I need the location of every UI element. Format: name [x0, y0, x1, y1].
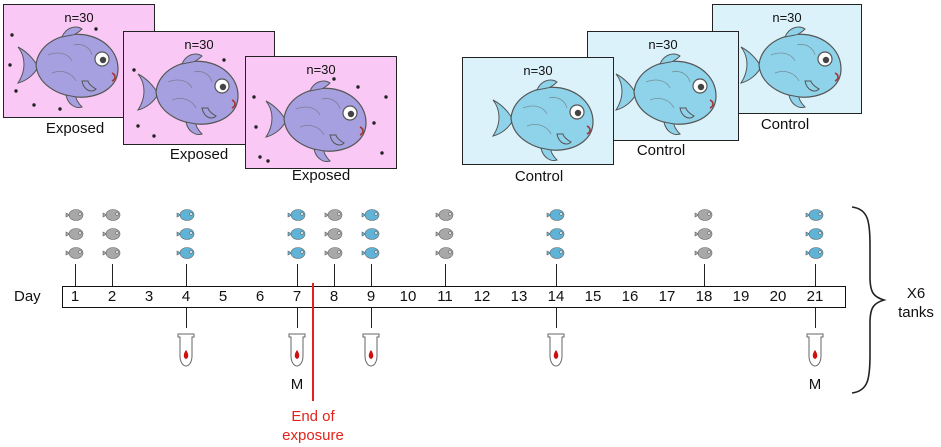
control-tank-1: n=30 — [462, 57, 614, 165]
blue-fish-icon — [615, 53, 717, 136]
control-fish-icon — [805, 247, 824, 259]
day-number: 17 — [658, 288, 676, 305]
blood-tube-icon — [547, 333, 565, 367]
day-number: 4 — [181, 288, 191, 305]
day-number: 8 — [329, 288, 339, 305]
day-number: 2 — [107, 288, 117, 305]
control-fish-icon — [361, 228, 380, 240]
sampling-stem — [296, 264, 298, 286]
blue-fish-icon — [740, 26, 842, 109]
exposed-fish-icon — [65, 247, 84, 259]
day-number: 5 — [218, 288, 228, 305]
exposed-tank-label: Exposed — [169, 146, 229, 163]
blood-tube-icon — [177, 333, 195, 367]
end-of-exposure-line — [312, 283, 314, 401]
sampling-stem — [555, 264, 557, 286]
exposed-fish-icon — [435, 228, 454, 240]
exposed-fish-icon — [694, 228, 713, 240]
exposed-fish-icon — [435, 247, 454, 259]
exposed-fish-icon — [65, 209, 84, 221]
exposed-fish-icon — [102, 228, 121, 240]
blood-sample-stem — [370, 308, 372, 328]
day-number: 10 — [399, 288, 417, 305]
day-number: 13 — [510, 288, 528, 305]
day-number: 21 — [806, 288, 824, 305]
tank-count: n=30 — [64, 10, 94, 25]
day-number: 18 — [695, 288, 713, 305]
sampling-stem — [814, 264, 816, 286]
timeline-bar — [62, 286, 846, 308]
exposed-fish-icon — [435, 209, 454, 221]
exposed-fish-icon — [324, 209, 343, 221]
control-fish-icon — [176, 247, 195, 259]
control-fish-icon — [287, 228, 306, 240]
exposed-fish-icon — [694, 209, 713, 221]
day-number: 1 — [70, 288, 80, 305]
day-number: 16 — [621, 288, 639, 305]
control-tank-label: Control — [760, 116, 810, 133]
control-tank-label: Control — [636, 142, 686, 159]
control-fish-icon — [361, 209, 380, 221]
exposed-fish-icon — [65, 228, 84, 240]
control-tank-label: Control — [514, 168, 564, 185]
control-fish-icon — [546, 247, 565, 259]
exposed-fish-icon — [102, 247, 121, 259]
day-number: 20 — [769, 288, 787, 305]
sampling-stem — [333, 264, 335, 286]
exposed-fish-icon — [102, 209, 121, 221]
day-number: 9 — [366, 288, 376, 305]
tank-count: n=30 — [648, 37, 678, 52]
blood-sample-stem — [555, 308, 557, 328]
exposed-fish-icon — [694, 247, 713, 259]
sampling-stem — [703, 264, 705, 286]
day-number: 15 — [584, 288, 602, 305]
control-fish-icon — [546, 228, 565, 240]
exposed-tank-label: Exposed — [291, 167, 351, 184]
exposed-fish-icon — [324, 228, 343, 240]
control-fish-icon — [805, 209, 824, 221]
day-number: 3 — [144, 288, 154, 305]
exposed-tank-label: Exposed — [45, 120, 105, 137]
blood-tube-icon — [362, 333, 380, 367]
exposed-tank-3: n=30 — [245, 56, 397, 169]
tank-count: n=30 — [306, 62, 336, 77]
control-fish-icon — [546, 209, 565, 221]
exposed-fish-icon — [324, 247, 343, 259]
control-fish-icon — [176, 228, 195, 240]
blue-fish-icon — [492, 79, 594, 162]
blood-tube-icon — [806, 333, 824, 367]
tank-count: n=30 — [772, 10, 802, 25]
tank-count: n=30 — [523, 63, 553, 78]
sampling-stem — [74, 264, 76, 286]
sampling-stem — [370, 264, 372, 286]
day-number: 14 — [547, 288, 565, 305]
particles — [252, 77, 388, 163]
curly-brace-icon — [851, 206, 887, 394]
sampling-stem — [111, 264, 113, 286]
day-number: 6 — [255, 288, 265, 305]
control-fish-icon — [361, 247, 380, 259]
day-number: 19 — [732, 288, 750, 305]
control-fish-icon — [287, 247, 306, 259]
day-axis-label: Day — [14, 288, 41, 305]
tank-count: n=30 — [184, 37, 214, 52]
day-number: 7 — [292, 288, 302, 305]
blood-tube-icon — [288, 333, 306, 367]
sampling-stem — [185, 264, 187, 286]
blood-sample-stem — [296, 308, 298, 328]
control-fish-icon — [805, 228, 824, 240]
day-number: 11 — [437, 288, 453, 305]
m-marker: M — [808, 376, 822, 393]
blood-sample-stem — [814, 308, 816, 328]
day-number: 12 — [473, 288, 491, 305]
m-marker: M — [290, 376, 304, 393]
control-fish-icon — [287, 209, 306, 221]
control-fish-icon — [176, 209, 195, 221]
sampling-stem — [444, 264, 446, 286]
blood-sample-stem — [185, 308, 187, 328]
